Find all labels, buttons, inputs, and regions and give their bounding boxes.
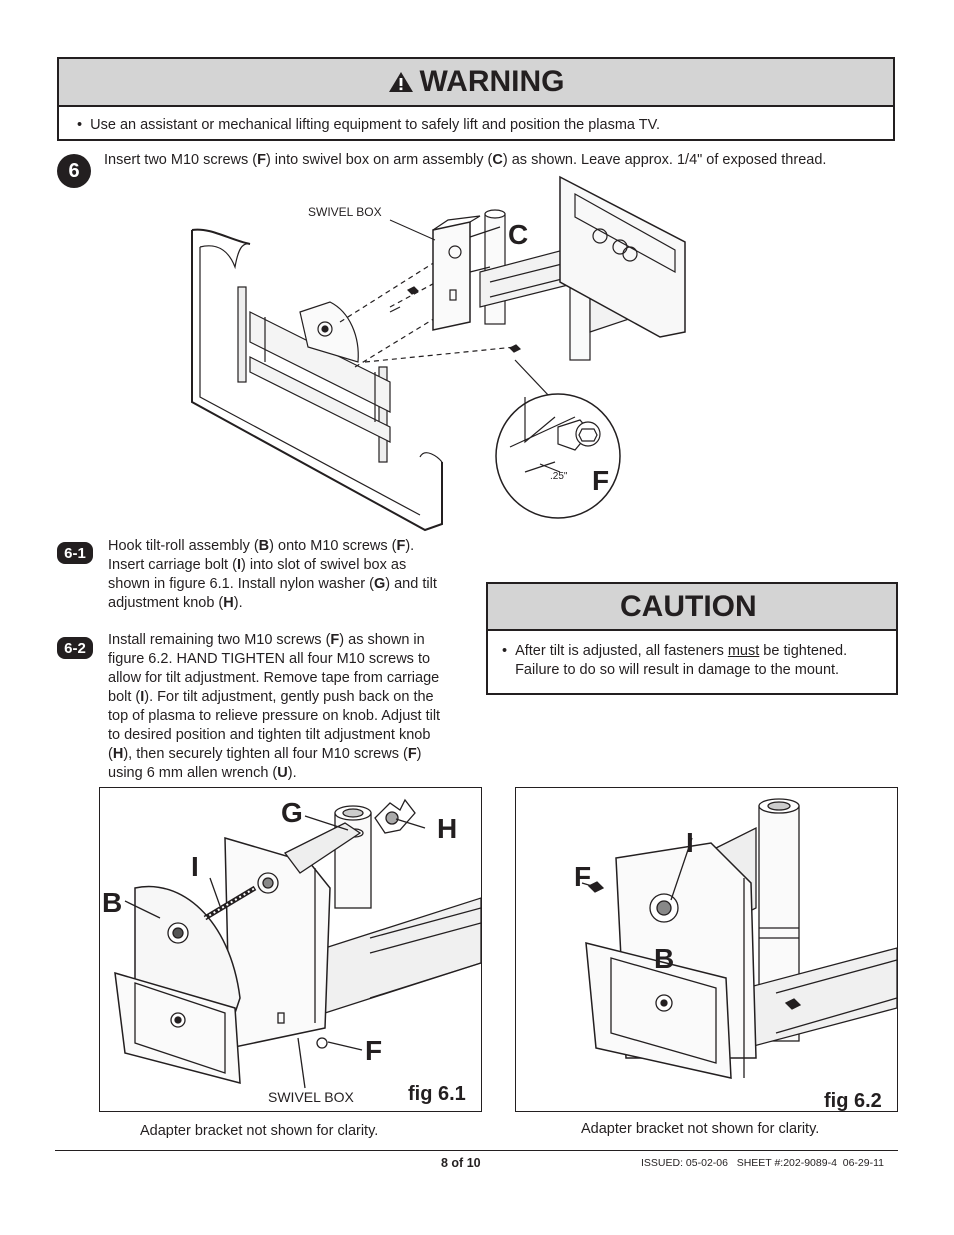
- warning-header: WARNING: [59, 59, 893, 107]
- caution-bullet: •: [502, 643, 508, 659]
- figure-6-2: I F B fig 6.2: [515, 787, 898, 1112]
- text-line: Install remaining two M10 screws (F) as …: [108, 632, 425, 648]
- step-6-badge: 6: [57, 154, 91, 188]
- text-run: ) into swivel box on arm assembly (: [265, 152, 493, 168]
- part-label-g: G: [281, 797, 303, 828]
- part-label-b: B: [654, 943, 674, 974]
- text-line: bolt (I). For tilt adjustment, gently pu…: [108, 689, 434, 705]
- text-line: After tilt is adjusted, all fasteners mu…: [515, 643, 848, 659]
- text-run: Insert two M10 screws (: [104, 152, 258, 168]
- part-label-f: F: [574, 861, 591, 892]
- text-line: top of plasma to relieve pressure on kno…: [108, 708, 441, 724]
- part-ref: F: [257, 152, 266, 168]
- caution-header: CAUTION: [488, 584, 896, 631]
- caution-box: CAUTION • After tilt is adjusted, all fa…: [486, 582, 898, 695]
- warning-title: WARNING: [419, 65, 565, 98]
- part-label-c: C: [508, 219, 528, 250]
- text-line: shown in figure 6.1. Install nylon washe…: [108, 576, 437, 592]
- warning-text: Use an assistant or mechanical lifting e…: [90, 117, 660, 133]
- part-label-i: I: [686, 827, 694, 858]
- footer-divider: [55, 1150, 898, 1151]
- warning-box: WARNING • Use an assistant or mechanical…: [57, 57, 895, 141]
- page-number: 8 of 10: [441, 1156, 481, 1170]
- part-ref: C: [492, 152, 503, 168]
- step-6-1-text: Hook tilt-roll assembly (B) onto M10 scr…: [108, 537, 478, 613]
- figure-6-2-caption: Adapter bracket not shown for clarity.: [581, 1121, 820, 1137]
- text-line: using 6 mm allen wrench (U).: [108, 765, 297, 781]
- thread-length-label: .25": [550, 471, 568, 482]
- text-line: adjustment knob (H).: [108, 595, 243, 611]
- warning-bullet: •: [77, 117, 83, 133]
- part-label-f: F: [592, 465, 609, 496]
- part-label-i: I: [191, 851, 199, 882]
- text-run: ) as shown. Leave approx. 1/4" of expose…: [502, 152, 827, 168]
- figure-6-1-label: fig 6.1: [408, 1083, 466, 1105]
- figure-6-1-drawing: G H I B F SWIVEL BOX fig 6.1: [102, 797, 482, 1105]
- text-line: Hook tilt-roll assembly (B) onto M10 scr…: [108, 538, 415, 554]
- part-label-h: H: [437, 813, 457, 844]
- text-line: (H), then securely tighten all four M10 …: [108, 746, 422, 762]
- text-line: Failure to do so will result in damage t…: [515, 662, 840, 678]
- caution-title: CAUTION: [620, 589, 757, 623]
- issue-info: ISSUED: 05-02-06 SHEET #:202-9089-4 06-2…: [641, 1157, 884, 1169]
- step-6-1-badge: 6-1: [57, 542, 93, 564]
- figure-6-2-label: fig 6.2: [824, 1090, 882, 1111]
- part-label-f: F: [365, 1035, 382, 1066]
- text-line: allow for tilt adjustment. Remove tape f…: [108, 670, 440, 686]
- swivel-box-label: SWIVEL BOX: [308, 205, 382, 219]
- figure-6-1: G H I B F SWIVEL BOX fig 6.1: [99, 787, 482, 1112]
- swivel-box-label: SWIVEL BOX: [268, 1089, 355, 1105]
- figure-6-illustration: SWIVEL BOX C F .25": [191, 175, 686, 532]
- caution-text: • After tilt is adjusted, all fasteners …: [488, 631, 896, 680]
- text-line: to desired position and tighten tilt adj…: [108, 727, 431, 743]
- step-6-2-text: Install remaining two M10 screws (F) as …: [108, 631, 478, 783]
- figure-6-1-caption: Adapter bracket not shown for clarity.: [140, 1123, 379, 1139]
- step-6-2-badge: 6-2: [57, 637, 93, 659]
- warning-triangle-icon: [388, 72, 413, 92]
- text-line: figure 6.2. HAND TIGHTEN all four M10 sc…: [108, 651, 431, 667]
- step-6-text: Insert two M10 screws (F) into swivel bo…: [104, 151, 904, 170]
- text-line: Insert carriage bolt (I) into slot of sw…: [108, 557, 407, 573]
- figure-6-2-drawing: I F B fig 6.2: [574, 798, 898, 1112]
- part-label-b: B: [102, 887, 122, 918]
- warning-text-row: • Use an assistant or mechanical lifting…: [59, 107, 893, 133]
